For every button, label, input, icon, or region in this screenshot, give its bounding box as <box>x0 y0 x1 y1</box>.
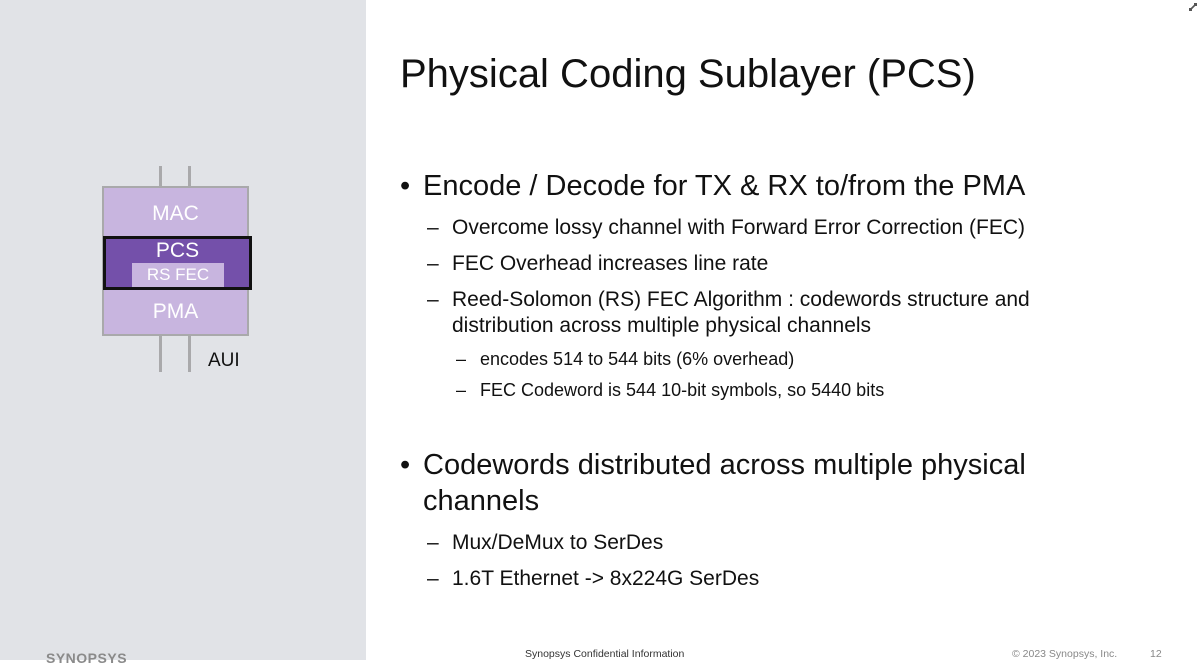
bullet-level3: – encodes 514 to 544 bits (6% overhead) <box>400 348 1190 370</box>
bullet-level2: – FEC Overhead increases line rate <box>400 251 1190 277</box>
aui-label: AUI <box>208 350 240 371</box>
pcs-layer-label: PCS <box>155 239 200 262</box>
dash-marker: – <box>427 567 439 590</box>
bullet-text: encodes 514 to 544 bits (6% overhead) <box>480 349 795 369</box>
pma-layer-label: PMA <box>152 300 199 323</box>
dash-marker: – <box>427 216 439 239</box>
bullet-text: Mux/DeMux to SerDes <box>452 531 664 554</box>
top-connector-left <box>159 166 162 188</box>
spacer <box>400 401 1190 447</box>
top-connector-right <box>188 166 191 188</box>
bullet-text: Overcome lossy channel with Forward Erro… <box>452 216 1025 239</box>
layer-stack: MAC PCS RS FEC PMA <box>102 186 252 336</box>
dash-marker: – <box>427 288 439 311</box>
pcs-layer: PCS RS FEC <box>103 236 252 290</box>
bullet-text: Codewords distributed across multiple ph… <box>423 449 1026 517</box>
bullet-marker: • <box>400 170 411 202</box>
page-number: 12 <box>1150 648 1162 660</box>
bullet-level2: – Mux/DeMux to SerDes <box>400 530 1190 556</box>
synopsys-logo: SYNOPSYS <box>46 650 128 666</box>
bullet-level2: – 1.6T Ethernet -> 8x224G SerDes <box>400 566 1190 592</box>
dash-marker: – <box>427 531 439 554</box>
resize-handle-icon[interactable] <box>1188 2 1198 12</box>
rs-fec-block: RS FEC <box>132 263 224 287</box>
bullet-level1: • Encode / Decode for TX & RX to/from th… <box>400 168 1190 204</box>
bullet-text: Reed-Solomon (RS) FEC Algorithm : codewo… <box>452 288 1030 337</box>
bottom-connector-left <box>159 336 162 372</box>
dash-marker: – <box>456 380 467 400</box>
bullet-text: Encode / Decode for TX & RX to/from the … <box>423 170 1026 202</box>
bullet-marker: • <box>400 449 411 481</box>
dash-marker: – <box>427 252 439 275</box>
slide-title: Physical Coding Sublayer (PCS) <box>400 52 976 96</box>
bullet-level1: • Codewords distributed across multiple … <box>400 447 1083 519</box>
bullet-level2: – Reed-Solomon (RS) FEC Algorithm : code… <box>400 287 1092 339</box>
bullet-list: • Encode / Decode for TX & RX to/from th… <box>400 168 1190 592</box>
bullet-text: FEC Overhead increases line rate <box>452 252 769 275</box>
protocol-stack-diagram: MAC PCS RS FEC PMA AUI <box>102 166 252 376</box>
bullet-text: FEC Codeword is 544 10-bit symbols, so 5… <box>480 380 885 400</box>
mac-layer-label: MAC <box>152 202 199 225</box>
copyright: © 2023 Synopsys, Inc. <box>1012 648 1118 660</box>
bullet-level2: – Overcome lossy channel with Forward Er… <box>400 215 1190 241</box>
dash-marker: – <box>456 349 467 369</box>
bottom-connector-right <box>188 336 191 372</box>
confidential-notice: Synopsys Confidential Information <box>525 648 685 660</box>
bullet-text: 1.6T Ethernet -> 8x224G SerDes <box>452 567 760 590</box>
bullet-level3: – FEC Codeword is 544 10-bit symbols, so… <box>400 379 1190 401</box>
